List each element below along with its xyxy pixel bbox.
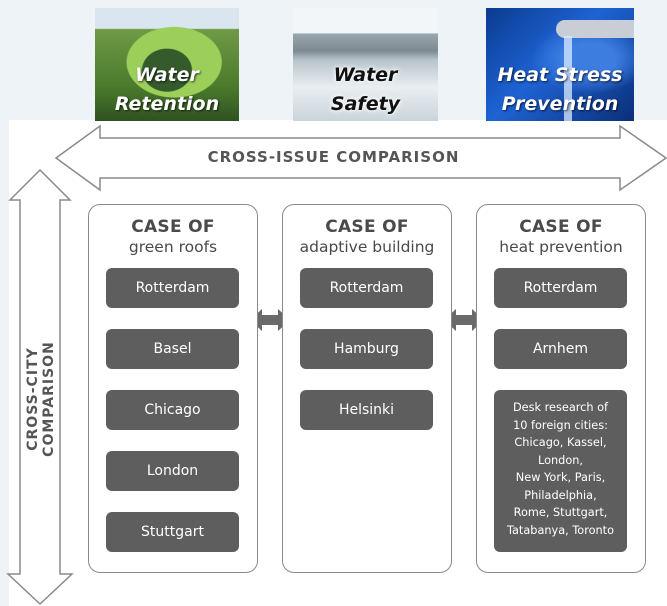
faucet-shape bbox=[556, 20, 634, 38]
desk-research-line: Philadelphia, bbox=[524, 488, 597, 502]
cross-city-arrow bbox=[6, 168, 74, 606]
cross-issue-label: CROSS-ISSUE COMPARISON bbox=[207, 148, 460, 166]
desk-research-line: 10 foreign cities: bbox=[513, 418, 608, 432]
desk-research-line: Desk research of bbox=[512, 401, 609, 414]
case-box-adaptive-building: CASE OF adaptive building bbox=[282, 204, 452, 573]
water-stream-shape bbox=[564, 36, 572, 121]
image-caption-line1: Heat Stress bbox=[497, 64, 623, 86]
desk-research-line: Tatabanya, Toronto bbox=[506, 523, 615, 537]
water-retention-image: Water Retention bbox=[95, 8, 239, 121]
city-pill: Rotterdam bbox=[494, 268, 627, 308]
water-safety-image: Water Safety bbox=[293, 8, 438, 121]
box-connector-arrow bbox=[250, 309, 290, 331]
image-caption-line1: Water bbox=[135, 64, 199, 86]
case-title-line: CASE OF bbox=[131, 217, 215, 237]
case-subtitle: green roofs bbox=[128, 238, 218, 256]
image-caption-line2: Prevention bbox=[501, 93, 619, 115]
case-subtitle: adaptive building bbox=[299, 238, 435, 256]
case-title: CASE OF green roofs bbox=[89, 217, 257, 257]
case-title: CASE OF adaptive building bbox=[283, 217, 451, 257]
city-pill: Helsinki bbox=[300, 390, 433, 430]
image-caption-line2: Safety bbox=[330, 93, 401, 115]
cross-issue-arrow bbox=[54, 124, 667, 192]
cross-city-label: CROSS-CITY COMPARISON bbox=[25, 341, 57, 457]
desk-research-line: Rome, Stuttgart, bbox=[513, 506, 608, 519]
city-pill: Arnhem bbox=[494, 329, 627, 369]
image-caption-line1: Water bbox=[333, 64, 398, 86]
city-pill: Chicago bbox=[106, 390, 239, 430]
city-pill: Rotterdam bbox=[106, 268, 239, 308]
case-title-line: CASE OF bbox=[325, 217, 409, 237]
case-subtitle: heat prevention bbox=[499, 238, 623, 256]
desk-research-pill: Desk research of 10 foreign cities: Chic… bbox=[494, 390, 627, 552]
city-pill: Basel bbox=[106, 329, 239, 369]
desk-research-line: New York, Paris, bbox=[515, 471, 606, 484]
city-pill: Hamburg bbox=[300, 329, 433, 369]
desk-research-line: Chicago, Kassel, bbox=[514, 436, 607, 449]
image-caption-line2: Retention bbox=[114, 93, 220, 115]
city-pill: London bbox=[106, 451, 239, 491]
city-pill: Rotterdam bbox=[300, 268, 433, 308]
case-title-line: CASE OF bbox=[519, 217, 603, 237]
case-title: CASE OF heat prevention bbox=[477, 217, 645, 257]
desk-research-line: London, bbox=[538, 453, 583, 467]
city-pill: Stuttgart bbox=[106, 512, 239, 552]
box-connector-arrow bbox=[444, 309, 484, 331]
case-box-green-roofs: CASE OF green roofs bbox=[88, 204, 258, 573]
heat-stress-prevention-image: Heat Stress Prevention bbox=[486, 8, 634, 121]
